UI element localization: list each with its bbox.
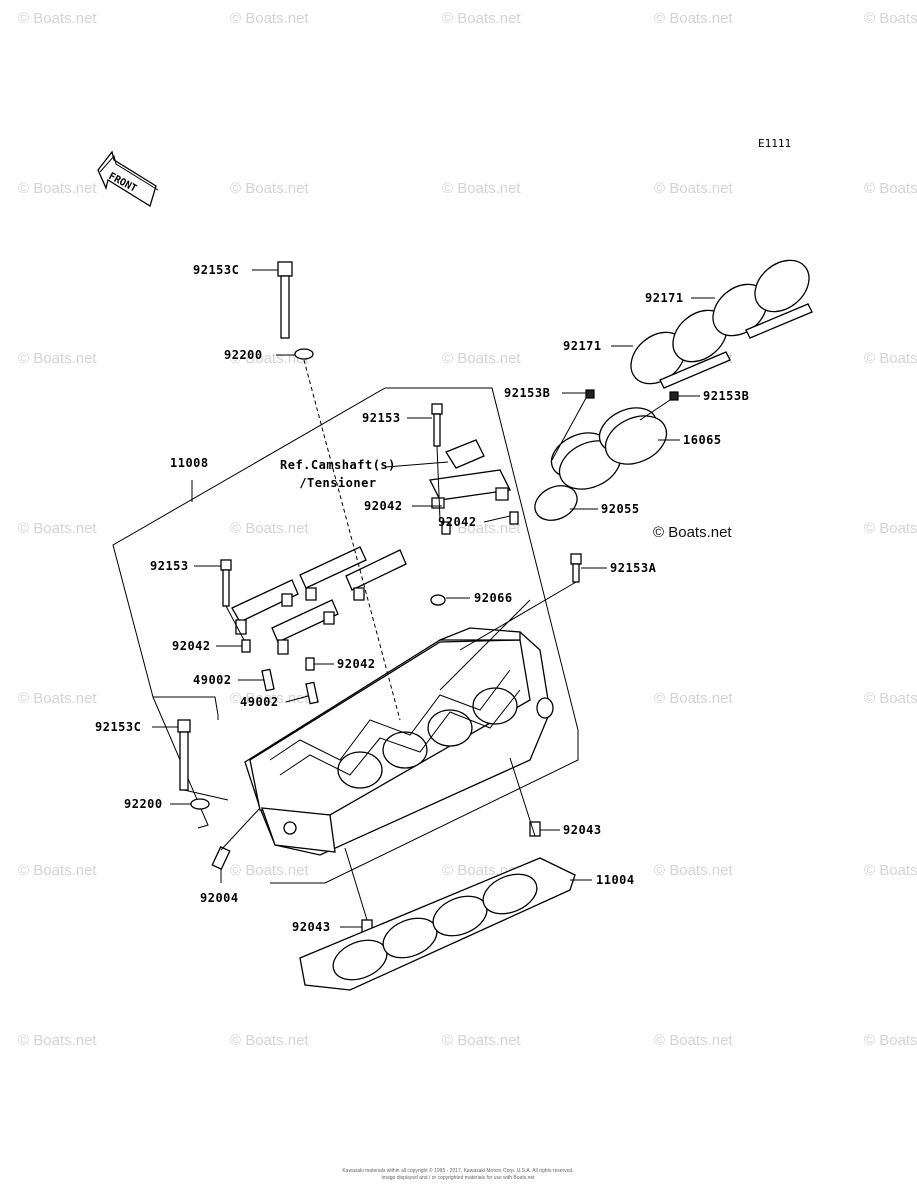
watermark: © Boats.net [442,180,521,197]
tensioner-bracket [429,439,511,509]
part-callout[interactable]: 49002 [240,695,279,709]
watermark: © Boats.net [864,350,917,367]
part-callout[interactable]: 92171 [645,291,684,305]
part-callout[interactable]: 11008 [170,456,209,470]
watermark: © Boats.net [442,10,521,27]
part-callout[interactable]: 16065 [683,433,722,447]
part-callout[interactable]: 92153B [504,386,551,400]
camshaft-caps [231,546,407,655]
watermark: © Boats.net [864,1032,917,1049]
footer-line-1: Kawasaki materials within all copyright … [342,1168,574,1174]
watermark: © Boats.net [230,10,309,27]
watermark: © Boats.net [230,180,309,197]
watermark: © Boats.net [864,690,917,707]
reference-note-line-2: /Tensioner [299,476,377,490]
watermark: © Boats.net [230,862,309,879]
watermark: © Boats.net [230,1032,309,1049]
watermark: © Boats.net [654,862,733,879]
part-callout[interactable]: 92200 [124,797,163,811]
reference-note: Ref.Camshaft(s) /Tensioner [280,456,396,492]
part-callout[interactable]: 92171 [563,339,602,353]
cylinder-head-group-outline [112,387,579,884]
watermark: © Boats.net [864,180,917,197]
watermark: © Boats.net [864,862,917,879]
watermark: © Boats.net [864,10,917,27]
part-callout[interactable]: 92153 [150,559,189,573]
part-callout[interactable]: 92200 [224,348,263,362]
bolts [177,261,679,791]
part-callout[interactable]: 92153A [610,561,657,575]
watermark: © Boats.net [18,350,97,367]
copyright-mark: © Boats.net [653,524,732,541]
watermark: © Boats.net [442,1032,521,1049]
watermark: © Boats.net [18,10,97,27]
part-callout[interactable]: 92042 [337,657,376,671]
assembly-guides [183,359,671,921]
part-callout[interactable]: 92042 [172,639,211,653]
part-callout[interactable]: 92055 [601,502,640,516]
part-callout[interactable]: 92153C [193,263,240,277]
watermark: © Boats.net [230,690,309,707]
watermark: © Boats.net [230,350,309,367]
watermark: © Boats.net [654,10,733,27]
part-callout[interactable]: 92042 [364,499,403,513]
watermark: © Boats.net [654,180,733,197]
watermark: © Boats.net [864,520,917,537]
diagram-code: E1111 [758,137,792,150]
part-callout[interactable]: 49002 [193,673,232,687]
watermark: © Boats.net [442,350,521,367]
part-callout[interactable]: 92042 [438,515,477,529]
watermark: © Boats.net [18,520,97,537]
footer-line-2: Image displayed and / or copyrighted mat… [381,1175,535,1181]
part-callout[interactable]: 92153C [95,720,142,734]
cylinder-head-gasket [299,857,576,991]
part-callout[interactable]: 92043 [563,823,602,837]
intake-holders [534,407,668,521]
watermark: © Boats.net [654,690,733,707]
part-callout[interactable]: 92043 [292,920,331,934]
part-callout[interactable]: 92066 [474,591,513,605]
watermark: © Boats.net [654,1032,733,1049]
watermark: © Boats.net [18,862,97,879]
watermark: © Boats.net [230,520,309,537]
intake-clamps [630,259,813,389]
front-arrow-icon: FRONT [97,150,159,207]
part-callout[interactable]: 11004 [596,873,635,887]
watermark: © Boats.net [18,690,97,707]
part-callout[interactable]: 92153B [703,389,750,403]
reference-note-line-1: Ref.Camshaft(s) [280,458,396,472]
part-callout[interactable]: 92153 [362,411,401,425]
watermark: © Boats.net [18,1032,97,1049]
part-callout[interactable]: 92004 [200,891,239,905]
watermark: © Boats.net [442,520,521,537]
cylinder-head [244,627,554,856]
watermark: © Boats.net [18,180,97,197]
